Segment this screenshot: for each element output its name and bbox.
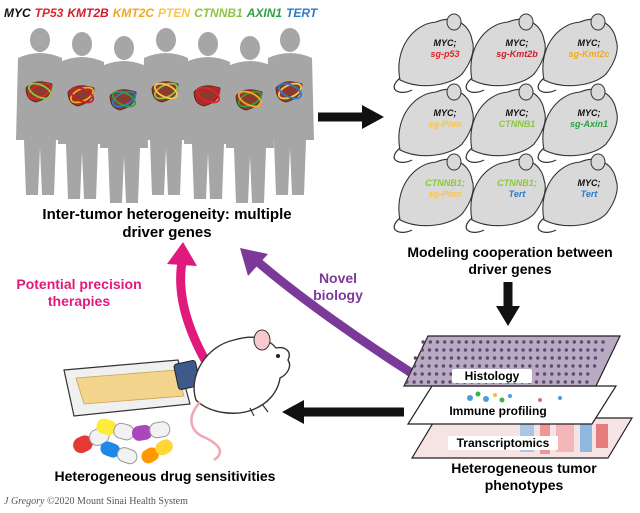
pills	[73, 418, 173, 465]
mouse-model-label: CTNNB1;sg-Pten	[416, 178, 474, 201]
gene-ctnnb1: CTNNB1	[194, 6, 243, 20]
mouse-model	[393, 153, 474, 233]
mouse-model-label: MYC;sg-Axin1	[560, 108, 618, 131]
credit-text: ©2020 Mount Sinai Health System	[46, 496, 188, 507]
mouse-model	[465, 83, 546, 163]
patient-silhouette	[16, 28, 64, 195]
mouse-label-line2: sg-Kmt2b	[496, 49, 538, 60]
credit-line: J Gregory ©2020 Mount Sinai Health Syste…	[4, 496, 188, 507]
mouse-label-line1: MYC;	[433, 108, 457, 118]
mouse-label-line2: sg-p53	[430, 49, 460, 60]
gene-kmt2b: KMT2B	[67, 6, 109, 20]
precision-therapy-arrow-head	[167, 242, 197, 266]
phenotypes-label: Heterogeneous tumor phenotypes	[451, 460, 597, 493]
arrow-to-phenotypes-head	[496, 306, 520, 326]
mouse-model-label: MYC;Tert	[560, 178, 618, 201]
mouse-model-label: CTNNB1;Tert	[488, 178, 546, 201]
gene-myc: MYC	[4, 6, 31, 20]
mouse-label-line1: MYC;	[433, 38, 457, 48]
mouse-model	[465, 153, 546, 233]
mouse-model-grid	[393, 13, 618, 233]
novel-biology-arrow	[255, 258, 413, 376]
patient-silhouette	[226, 36, 274, 203]
mouse-label-line1: MYC;	[577, 178, 601, 188]
gene-pten: PTEN	[158, 6, 191, 20]
mouse-model	[537, 83, 618, 163]
mouse-model	[393, 83, 474, 163]
mouse-model	[393, 13, 474, 93]
mouse-model-label: MYC;sg-Kmt2b	[488, 38, 546, 61]
credit-author: J Gregory	[4, 496, 45, 507]
mouse-label-line1: MYC;	[505, 108, 529, 118]
mouse-label-line2: sg-Pten	[428, 119, 462, 130]
mouse-model-label: MYC;sg-Kmt2c	[560, 38, 618, 61]
patient-silhouette	[100, 36, 148, 203]
lab-mouse	[190, 329, 291, 462]
precision-therapies-label: Potential precision therapies	[16, 276, 142, 309]
gene-tert: TERT	[286, 6, 318, 20]
mouse-label-line2: Tert	[508, 189, 526, 200]
mouse-label-line2: CTNNB1	[498, 119, 536, 130]
transcriptomics-label: Transcriptomics	[448, 436, 558, 451]
arrow-to-drug-testing-head	[282, 400, 304, 424]
mouse-label-line1: MYC;	[577, 108, 601, 118]
gene-axin1: AXIN1	[246, 6, 283, 20]
drug-sensitivities-label: Heterogeneous drug sensitivities	[54, 468, 276, 484]
modeling-label: Modeling cooperation between driver gene…	[407, 244, 613, 277]
patient-silhouette	[266, 28, 314, 195]
mouse-label-line2: Tert	[580, 189, 598, 200]
patient-silhouettes	[16, 28, 314, 203]
mouse-label-line2: sg-Pten	[428, 189, 462, 200]
mouse-label-line1: MYC;	[577, 38, 601, 48]
mouse-model	[537, 153, 618, 233]
mouse-model-label: MYC;CTNNB1	[488, 108, 546, 131]
arrow-to-models-head	[362, 105, 384, 129]
immune-profiling-label: Immune profiling	[436, 404, 560, 419]
precision-therapy-arrow	[176, 261, 209, 363]
novel-biology-arrow-head	[240, 248, 268, 276]
heterogeneity-label: Inter-tumor heterogeneity: multiple driv…	[42, 206, 292, 241]
mouse-model-label: MYC;sg-p53	[416, 38, 474, 61]
novel-biology-label: Novel biology	[313, 270, 363, 303]
drug-illustration	[63, 329, 291, 465]
mouse-model-label: MYC;sg-Pten	[416, 108, 474, 131]
patient-silhouette	[58, 32, 106, 199]
histology-label: Histology	[452, 369, 532, 384]
patient-silhouette	[184, 32, 232, 199]
mouse-model	[465, 13, 546, 93]
mouse-label-line1: CTNNB1;	[425, 178, 465, 188]
mouse-label-line1: MYC;	[505, 38, 529, 48]
patient-silhouette	[142, 28, 190, 195]
mouse-label-line1: CTNNB1;	[497, 178, 537, 188]
mouse-model	[537, 13, 618, 93]
mouse-label-line2: sg-Kmt2c	[568, 49, 610, 60]
gene-tp53: TP53	[34, 6, 64, 20]
mouse-label-line2: sg-Axin1	[569, 119, 608, 130]
gene-kmt2c: KMT2C	[112, 6, 155, 20]
